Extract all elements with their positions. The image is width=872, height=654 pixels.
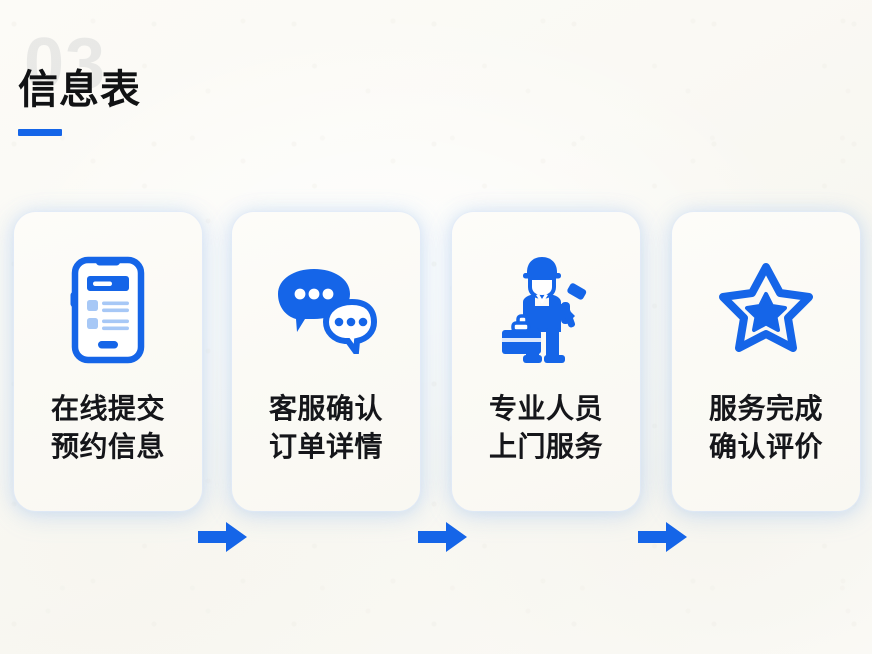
step-card-label: 客服确认 订单详情 <box>268 393 383 462</box>
arrow-right-icon-1 <box>198 520 248 554</box>
step-card-label: 专业人员 上门服务 <box>488 393 603 462</box>
step-card-2[interactable]: 客服确认 订单详情 <box>232 212 420 511</box>
step-card-1[interactable]: 在线提交 预约信息 <box>14 212 202 511</box>
section-number-watermark: 03 <box>24 24 107 104</box>
chat-bubbles-icon <box>232 252 420 367</box>
step-card-label: 服务完成 确认评价 <box>708 393 823 462</box>
step-card-3[interactable]: 专业人员 上门服务 <box>452 212 640 511</box>
process-flow: 在线提交 预约信息 客服确认 订单详情 <box>0 212 872 552</box>
step-card-4[interactable]: 服务完成 确认评价 <box>672 212 860 511</box>
page-header: 03 信息表 <box>18 28 378 148</box>
arrow-right-icon-2 <box>418 520 468 554</box>
title-underline-accent <box>18 129 62 136</box>
page-title: 信息表 <box>18 68 141 112</box>
step-card-label: 在线提交 预约信息 <box>50 393 165 462</box>
star-rating-icon <box>672 252 860 367</box>
arrow-right-icon-3 <box>638 520 688 554</box>
mobile-form-icon <box>14 252 202 367</box>
technician-worker-icon <box>452 252 640 367</box>
